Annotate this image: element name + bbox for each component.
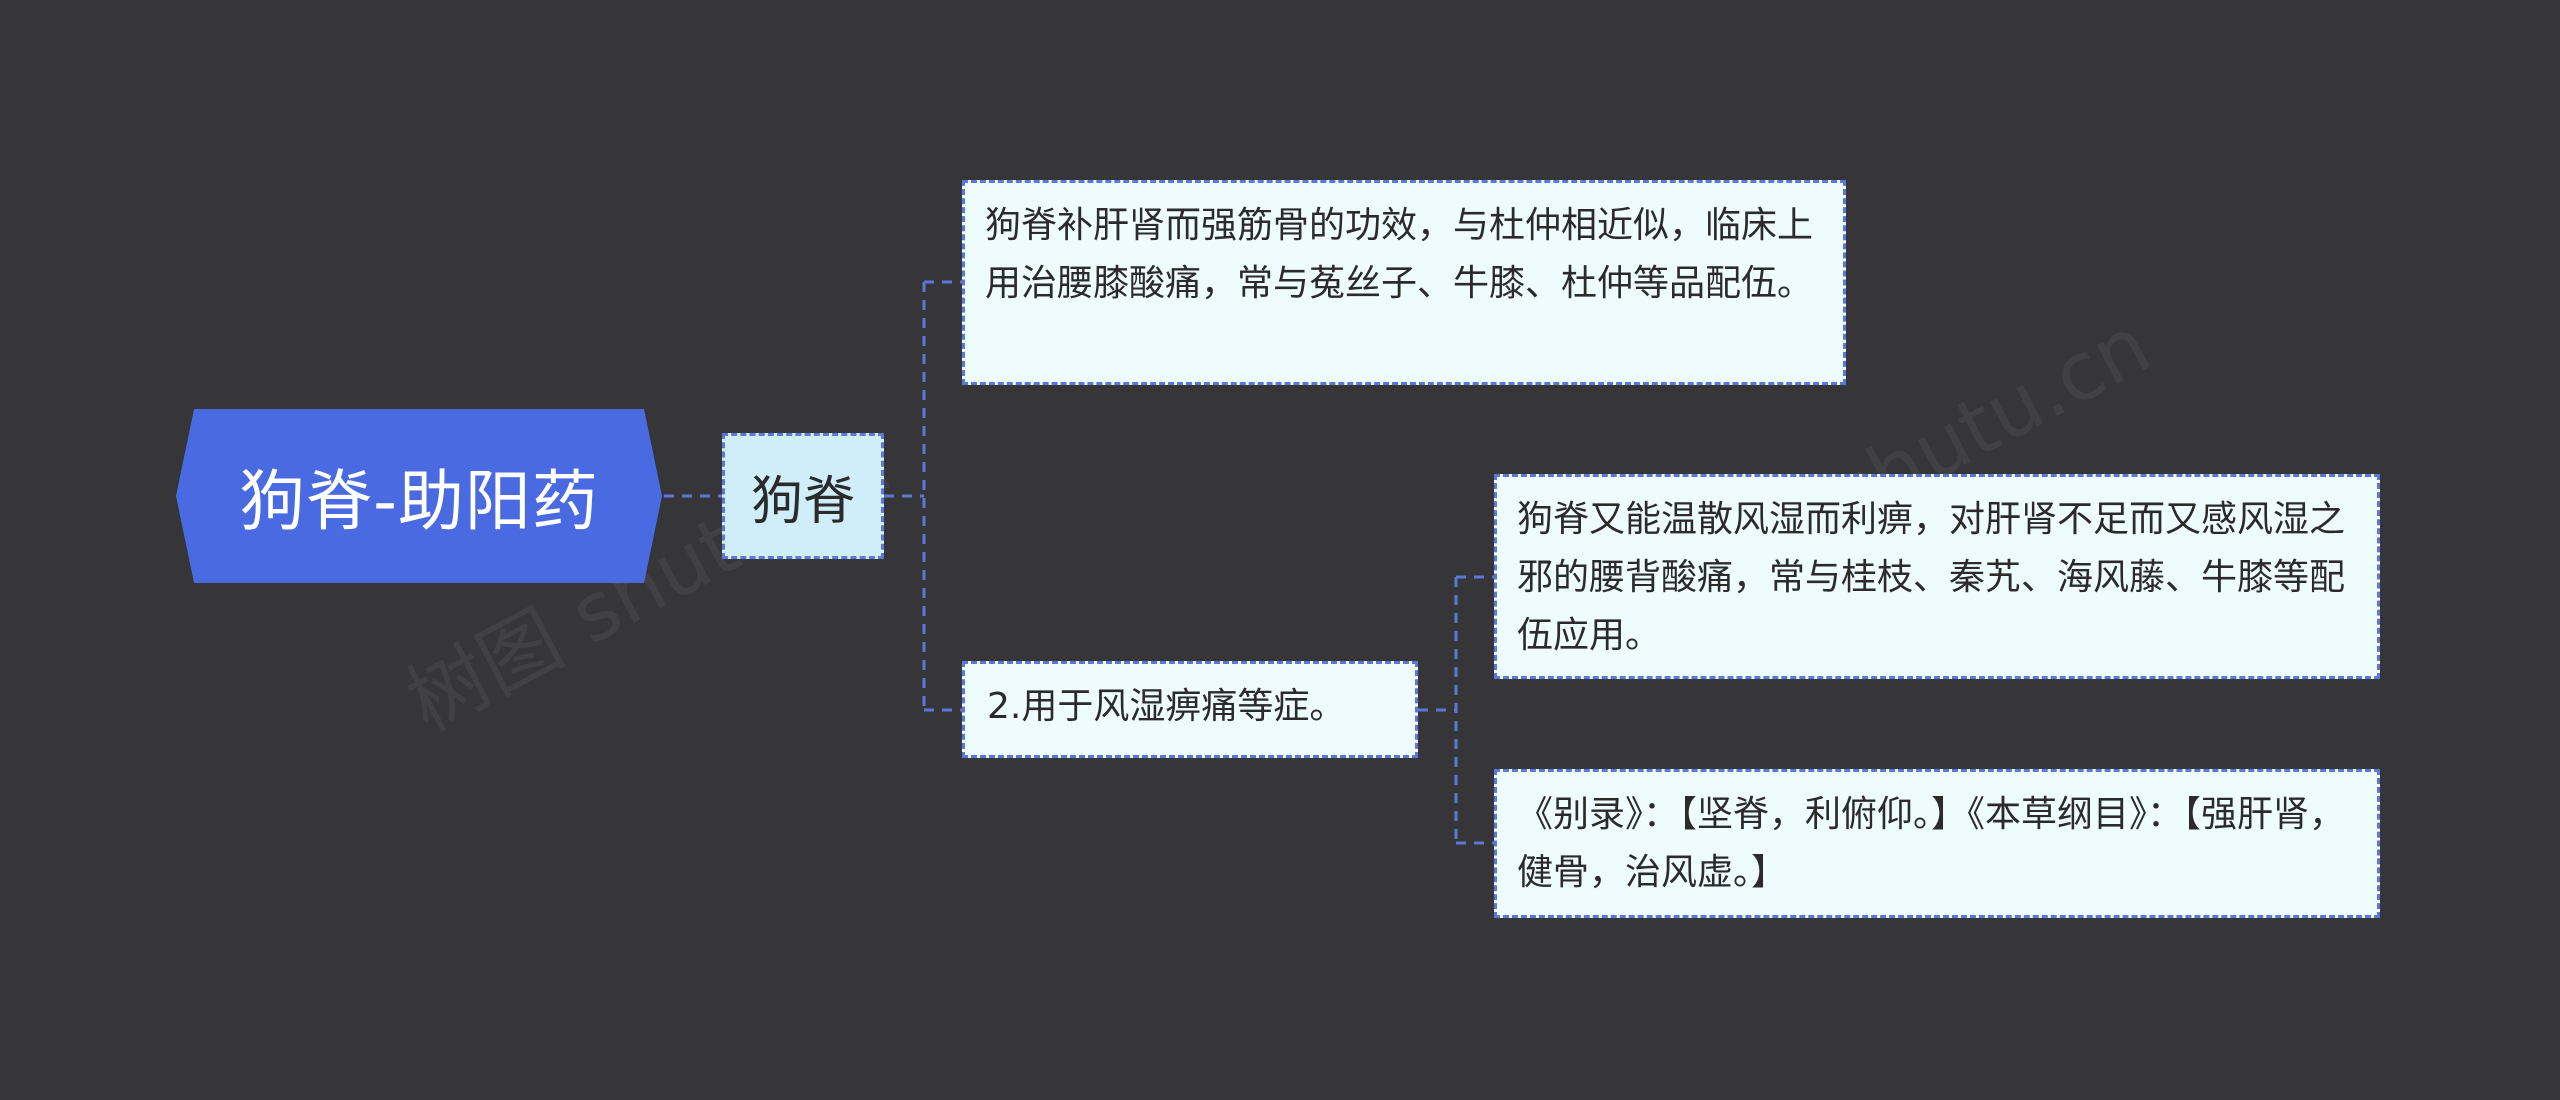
leaf-efficacy[interactable]: 狗脊补肝肾而强筋骨的功效，与杜仲相近似，临床上用治腰膝酸痛，常与菟丝子、牛膝、杜… [962, 180, 1846, 385]
leaf-quote-text: 《别录》：【坚脊，利俯仰。】《本草纲目》：【强肝肾，健骨，治风虚。】 [1517, 794, 2346, 893]
branch-topic-label: 狗脊 [750, 471, 855, 532]
branch-topic[interactable]: 狗脊 [722, 433, 884, 559]
leaf-efficacy-text: 狗脊补肝肾而强筋骨的功效，与杜仲相近似，临床上用治腰膝酸痛，常与菟丝子、牛膝、杜… [985, 205, 1814, 304]
root-topic-label: 狗脊-助阳药 [239, 463, 599, 540]
root-topic[interactable]: 狗脊-助阳药 [176, 409, 662, 583]
leaf-use2-detail[interactable]: 狗脊又能温散风湿而利痹，对肝肾不足而又感风湿之邪的腰背酸痛，常与桂枝、秦艽、海风… [1494, 474, 2380, 679]
leaf-use2-text: 2.用于风湿痹痛等症。 [987, 686, 1346, 727]
leaf-use2-detail-text: 狗脊又能温散风湿而利痹，对肝肾不足而又感风湿之邪的腰背酸痛，常与桂枝、秦艽、海风… [1517, 499, 2346, 656]
leaf-quote[interactable]: 《别录》：【坚脊，利俯仰。】《本草纲目》：【强肝肾，健骨，治风虚。】 [1494, 769, 2380, 918]
leaf-use2[interactable]: 2.用于风湿痹痛等症。 [962, 661, 1418, 758]
